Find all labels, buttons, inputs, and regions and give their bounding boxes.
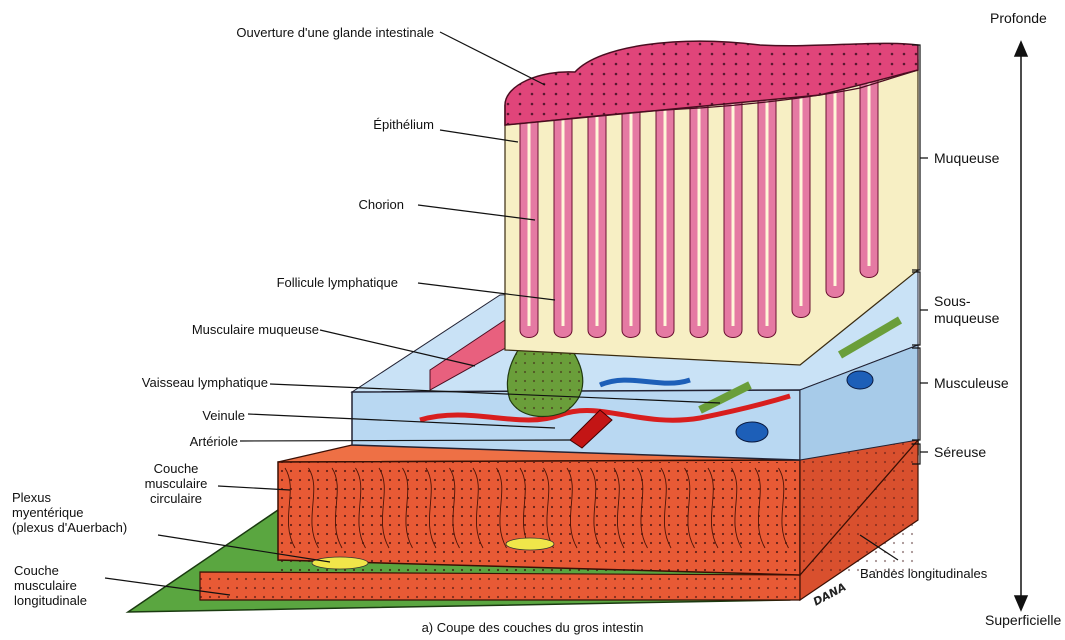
label-longitudinal-muscle: Couche musculaire longitudinale <box>14 563 87 608</box>
label-longitudinal-bands: Bandes longitudinales <box>860 566 987 581</box>
label-venule: Veinule <box>202 408 245 423</box>
label-chorion: Chorion <box>358 197 404 212</box>
layer-muscularis: Musculeuse <box>934 375 1009 391</box>
axis-top-label: Profonde <box>990 10 1047 26</box>
label-lymphatic-follicle: Follicule lymphatique <box>277 275 398 290</box>
label-arteriole: Artériole <box>190 434 238 449</box>
longitudinal-muscle-dots <box>200 572 800 600</box>
layer-submucosa: Sous- muqueuse <box>934 293 999 327</box>
depth-axis-arrow <box>1015 42 1027 610</box>
label-gland-opening: Ouverture d'une glande intestinale <box>236 25 434 40</box>
layer-mucosa: Muqueuse <box>934 150 999 166</box>
label-circular-muscle: Couche musculaire circulaire <box>134 461 218 506</box>
label-lymph-vessel: Vaisseau lymphatique <box>142 375 268 390</box>
label-muscularis-mucosae: Musculaire muqueuse <box>192 322 319 337</box>
label-epithelium: Épithélium <box>373 117 434 132</box>
circular-muscle-dots <box>280 462 798 572</box>
vein-section-right <box>847 371 873 389</box>
layer-serosa: Séreuse <box>934 444 986 460</box>
label-myenteric-plexus: Plexus myentérique (plexus d'Auerbach) <box>12 490 127 535</box>
plexus-node <box>506 538 554 550</box>
vein-section <box>736 422 768 442</box>
plexus-node <box>312 557 368 569</box>
figure-caption: a) Coupe des couches du gros intestin <box>0 620 1065 635</box>
